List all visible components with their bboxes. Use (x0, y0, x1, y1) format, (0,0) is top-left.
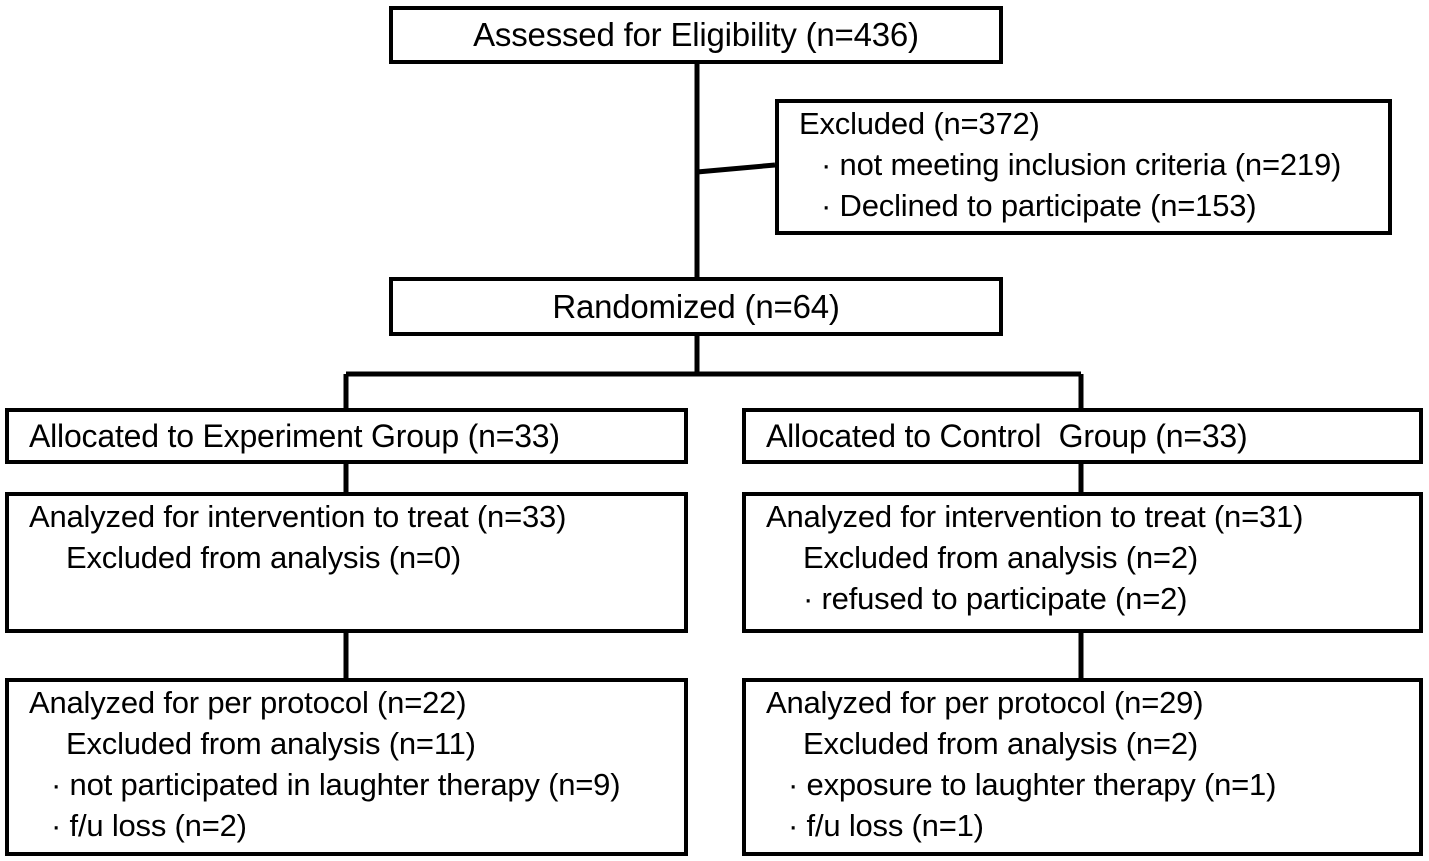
node-pp-ctl-line-3: · exposure to laughter therapy (n=1) (788, 767, 1277, 802)
edge-assessed-to-excluded (696, 162, 776, 175)
node-excluded-line-1: Excluded (n=372) (799, 106, 1040, 141)
node-itt-exp-line-2: Excluded from analysis (n=0) (66, 540, 461, 575)
node-assessed-line-1: Assessed for Eligibility (n=436) (473, 16, 919, 53)
node-pp-exp-line-3: · not participated in laughter therapy (… (51, 767, 621, 802)
node-allocated-experiment-group: Allocated to Experiment Group (n=33) (5, 408, 688, 464)
node-itt-experiment-group: Analyzed for intervention to treat (n=33… (5, 492, 688, 633)
node-alloc-exp-line-1: Allocated to Experiment Group (n=33) (29, 417, 560, 454)
node-pp-exp-line-1: Analyzed for per protocol (n=22) (29, 685, 467, 720)
node-itt-control-group: Analyzed for intervention to treat (n=31… (742, 492, 1423, 633)
node-excluded: Excluded (n=372) · not meeting inclusion… (775, 99, 1392, 235)
node-itt-exp-line-1: Analyzed for intervention to treat (n=33… (29, 499, 567, 534)
node-randomized: Randomized (n=64) (389, 277, 1003, 336)
node-pp-ctl-line-1: Analyzed for per protocol (n=29) (766, 685, 1204, 720)
node-alloc-ctl-line-1: Allocated to Control Group (n=33) (766, 417, 1248, 454)
node-itt-ctl-line-1: Analyzed for intervention to treat (n=31… (766, 499, 1304, 534)
node-randomized-line-1: Randomized (n=64) (552, 287, 840, 325)
node-pp-ctl-line-2: Excluded from analysis (n=2) (803, 726, 1198, 761)
node-pp-ctl-line-4: · f/u loss (n=1) (788, 808, 984, 843)
node-itt-ctl-line-2: Excluded from analysis (n=2) (803, 540, 1198, 575)
node-excluded-line-2: · not meeting inclusion criteria (n=219) (821, 147, 1342, 182)
node-excluded-line-3: · Declined to participate (n=153) (821, 188, 1257, 223)
node-allocated-control-group: Allocated to Control Group (n=33) (742, 408, 1423, 464)
node-itt-ctl-line-3: · refused to participate (n=2) (803, 581, 1188, 616)
node-assessed-for-eligibility: Assessed for Eligibility (n=436) (389, 6, 1003, 64)
node-pp-exp-line-2: Excluded from analysis (n=11) (66, 726, 476, 761)
node-per-protocol-control-group: Analyzed for per protocol (n=29) Exclude… (742, 678, 1423, 856)
node-per-protocol-experiment-group: Analyzed for per protocol (n=22) Exclude… (5, 678, 688, 856)
node-pp-exp-line-4: · f/u loss (n=2) (51, 808, 247, 843)
